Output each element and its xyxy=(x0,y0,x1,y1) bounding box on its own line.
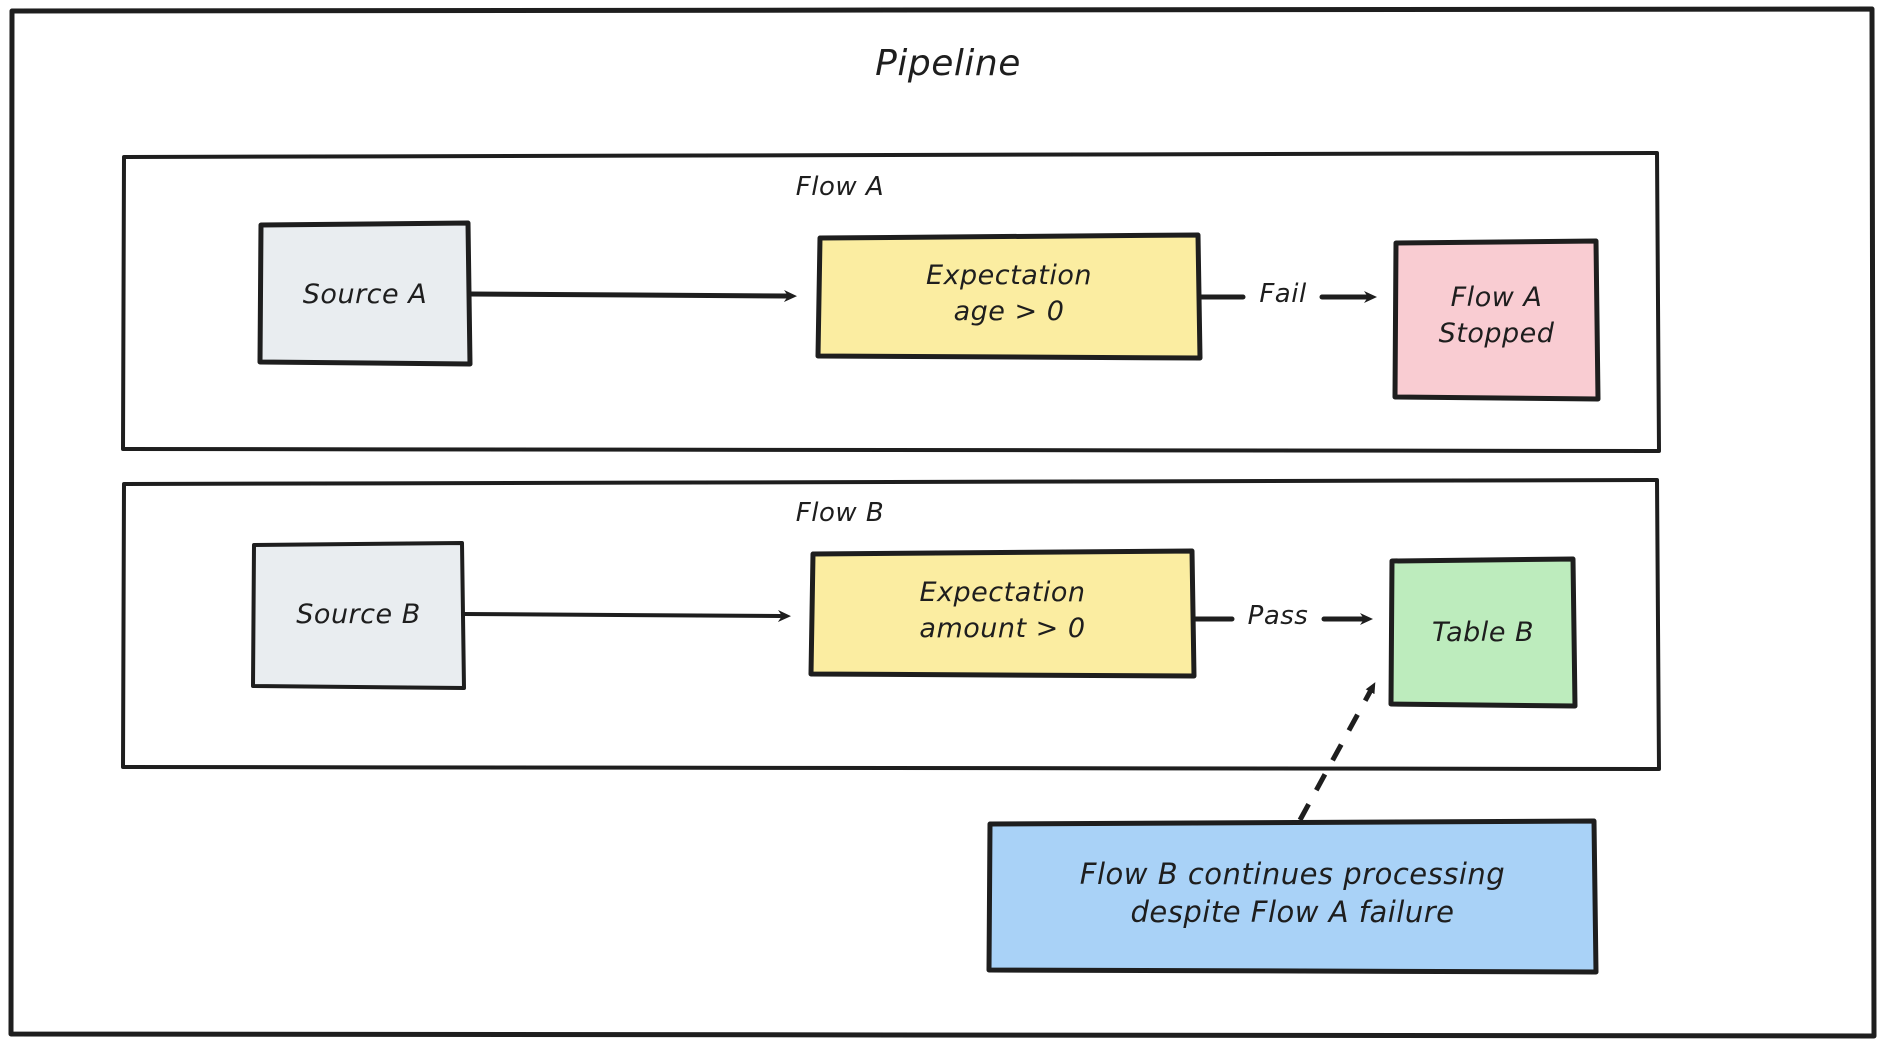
node-flow-a-stopped[interactable] xyxy=(1392,238,1601,402)
node-expectation-a[interactable] xyxy=(815,232,1203,361)
node-table-b[interactable] xyxy=(1388,556,1578,709)
node-source-a[interactable] xyxy=(257,220,473,367)
node-source-b[interactable] xyxy=(251,541,466,690)
edge-note-table-b xyxy=(1297,682,1376,822)
node-note[interactable] xyxy=(986,818,1599,975)
node-expectation-b[interactable] xyxy=(808,548,1197,679)
edge-source-a-expectation-a xyxy=(467,289,797,302)
edge-source-b-expectation-b xyxy=(462,609,791,622)
